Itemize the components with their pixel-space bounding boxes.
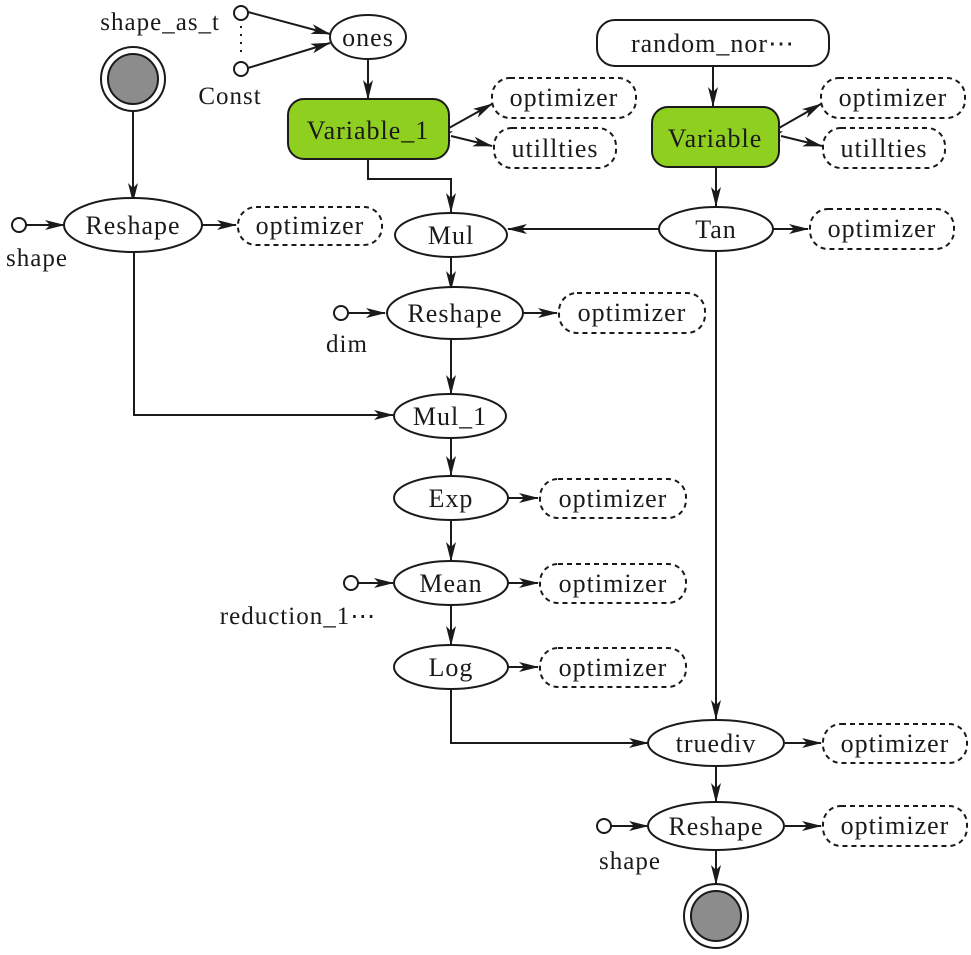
label-const: Const <box>198 83 261 110</box>
aux-optimizer-label: optimizer <box>510 83 619 112</box>
port-reduction[interactable] <box>343 575 359 591</box>
node-random-normal[interactable]: random_nor⋯ <box>596 19 830 67</box>
aux-optimizer-truediv[interactable]: optimizer <box>822 723 968 764</box>
node-log[interactable]: Log <box>393 644 509 690</box>
edge-variable-1-utilities <box>432 131 493 147</box>
port-shape-top[interactable] <box>11 217 27 233</box>
start-terminal-icon <box>107 53 159 105</box>
edge-reshape-top-mul-1 <box>133 252 394 420</box>
aux-optimizer-reshape-bottom[interactable]: optimizer <box>822 805 968 847</box>
label-shape-as-t: shape_as_t <box>100 9 220 36</box>
label-reduction: reduction_1⋯ <box>220 603 376 630</box>
edge-variable-1-optimizer <box>448 103 493 129</box>
node-exp-label: Exp <box>429 484 474 513</box>
node-ones-label: ones <box>342 23 394 52</box>
node-truediv-label: truediv <box>676 729 757 758</box>
aux-optimizer-label: optimizer <box>559 484 668 513</box>
aux-optimizer-variable-1[interactable]: optimizer <box>491 77 637 119</box>
node-mul[interactable]: Mul <box>394 212 508 258</box>
label-dim: dim <box>326 331 368 358</box>
node-exp[interactable]: Exp <box>393 475 509 521</box>
node-ones[interactable]: ones <box>329 14 407 60</box>
start-terminal[interactable] <box>100 46 166 112</box>
node-variable-1[interactable]: Variable_1 <box>287 98 450 160</box>
edge-const-ones <box>247 42 331 69</box>
node-mul-label: Mul <box>428 221 474 250</box>
node-reshape-bottom-label: Reshape <box>668 812 763 841</box>
aux-utilities-variable[interactable]: utillties <box>822 127 946 169</box>
node-mean-label: Mean <box>419 569 482 598</box>
node-variable-1-label: Variable_1 <box>307 116 430 145</box>
aux-utilities-label: utillties <box>841 134 928 163</box>
aux-utilities-variable-1[interactable]: utillties <box>493 127 617 169</box>
aux-optimizer-reshape-top[interactable]: optimizer <box>237 206 383 246</box>
edge-variable-1-mul <box>367 160 456 213</box>
edge-variable-optimizer <box>778 103 822 129</box>
aux-optimizer-mean[interactable]: optimizer <box>539 563 687 604</box>
node-truediv[interactable]: truediv <box>647 719 785 767</box>
aux-utilities-label: utillties <box>512 134 599 163</box>
aux-optimizer-exp[interactable]: optimizer <box>539 478 687 519</box>
port-shape-bottom[interactable] <box>596 818 612 834</box>
node-reshape-mid-label: Reshape <box>407 299 502 328</box>
aux-optimizer-label: optimizer <box>256 211 365 240</box>
aux-optimizer-label: optimizer <box>559 569 668 598</box>
label-shape-bottom: shape <box>599 848 661 875</box>
aux-optimizer-log[interactable]: optimizer <box>539 647 687 688</box>
node-log-label: Log <box>429 653 474 682</box>
edge-variable-utilities <box>762 131 823 147</box>
node-variable-label: Variable <box>668 124 763 153</box>
port-dim[interactable] <box>333 305 349 321</box>
aux-optimizer-variable[interactable]: optimizer <box>820 77 966 119</box>
end-terminal-icon <box>690 890 742 942</box>
node-tan[interactable]: Tan <box>658 206 774 252</box>
edges <box>26 11 823 885</box>
aux-optimizer-label: optimizer <box>841 729 950 758</box>
aux-optimizer-tan[interactable]: optimizer <box>809 208 955 250</box>
node-mean[interactable]: Mean <box>393 560 509 606</box>
end-terminal[interactable] <box>683 883 749 949</box>
node-mul-1[interactable]: Mul_1 <box>393 393 507 439</box>
edge-log-truediv <box>450 689 649 748</box>
node-variable[interactable]: Variable <box>651 106 780 168</box>
input-ports <box>11 5 612 834</box>
edge-shape-as-t-ones <box>247 11 331 35</box>
node-reshape-top-label: Reshape <box>85 211 180 240</box>
node-mul-1-label: Mul_1 <box>413 402 487 431</box>
node-reshape-bottom[interactable]: Reshape <box>647 801 785 851</box>
node-reshape-mid[interactable]: Reshape <box>386 286 524 340</box>
aux-optimizer-label: optimizer <box>828 214 937 243</box>
node-reshape-top[interactable]: Reshape <box>63 197 203 253</box>
port-const[interactable] <box>233 61 249 77</box>
aux-optimizer-label: optimizer <box>841 811 950 840</box>
node-tan-label: Tan <box>695 215 737 244</box>
port-shape-as-t[interactable] <box>233 5 249 21</box>
aux-optimizer-label: optimizer <box>559 653 668 682</box>
node-random-normal-label: random_nor⋯ <box>631 29 795 58</box>
aux-optimizer-label: optimizer <box>839 83 948 112</box>
aux-optimizer-label: optimizer <box>578 298 687 327</box>
aux-optimizer-reshape-mid[interactable]: optimizer <box>558 292 706 334</box>
label-shape-top: shape <box>6 245 68 272</box>
